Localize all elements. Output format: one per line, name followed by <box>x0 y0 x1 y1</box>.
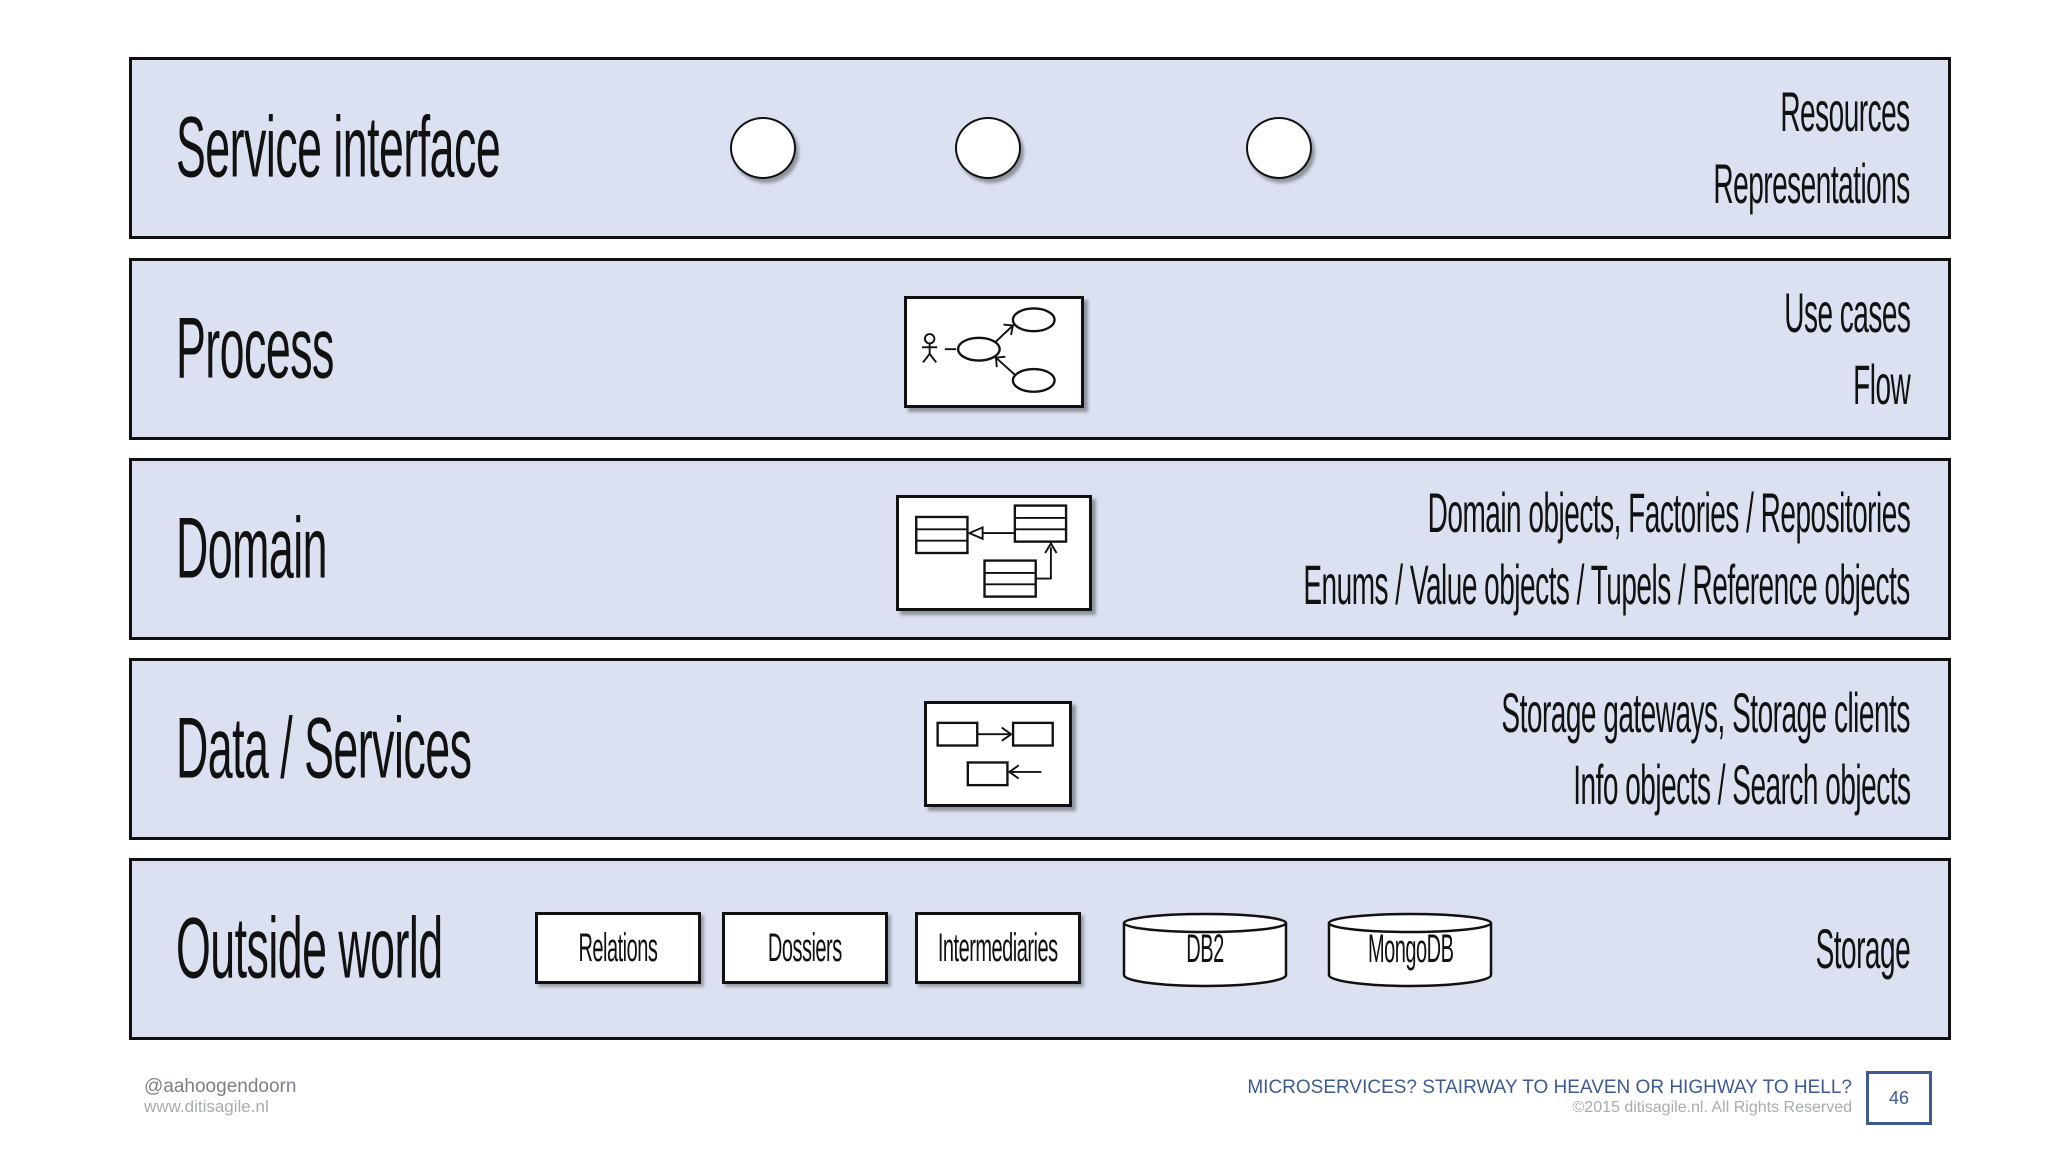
system-label-intermediaries: Intermediaries <box>938 925 1058 970</box>
note-value-objects: Enums / Value objects / Tupels / Referen… <box>1303 553 1911 616</box>
layer-notes-domain: Domain objects, Factories / Repositories… <box>697 481 1911 617</box>
talk-title: MICROSERVICES? STAIRWAY TO HEAVEN OR HIG… <box>1247 1077 1852 1098</box>
author-handle: @aahoogendoorn <box>144 1076 297 1097</box>
service-endpoint-circle-icon <box>955 117 1021 179</box>
use-case-diagram-icon <box>904 296 1084 408</box>
note-use-cases: Use cases <box>1783 281 1911 344</box>
author-website: www.ditisagile.nl <box>144 1097 269 1116</box>
note-storage-gateways: Storage gateways, Storage clients <box>1501 681 1911 744</box>
layer-data-services: Data / Services Storage gateways, Storag… <box>129 658 1951 840</box>
database-cylinder-icon <box>1327 912 1493 988</box>
database-mongodb: MongoDB <box>1326 911 1494 989</box>
system-box-intermediaries: Intermediaries <box>915 912 1081 984</box>
layer-notes-service-interface: Resources Representations <box>1517 80 1911 216</box>
system-label-dossiers: Dossiers <box>768 925 842 970</box>
database-label-mongodb: MongoDB <box>1368 927 1454 971</box>
layer-notes-process: Use cases Flow <box>1658 281 1911 417</box>
layer-service-interface: Service interface Resources Representati… <box>129 57 1951 239</box>
layer-title-outside-world: Outside world <box>176 900 443 997</box>
layer-title-domain: Domain <box>176 500 327 597</box>
layer-title-process: Process <box>176 300 334 397</box>
database-cylinder-icon <box>1122 912 1288 988</box>
note-flow: Flow <box>1852 353 1911 416</box>
note-storage: Storage <box>1815 917 1910 980</box>
component-diagram-icon <box>924 701 1072 807</box>
service-endpoint-circle-icon <box>1246 117 1312 179</box>
layer-title-data-services: Data / Services <box>176 700 472 797</box>
service-endpoint-circle-icon <box>730 117 796 179</box>
database-db2: DB2 <box>1121 911 1289 989</box>
layer-process: Process Use cases <box>129 258 1951 440</box>
note-representations: Representations <box>1713 152 1911 215</box>
page-number: 46 <box>1866 1071 1932 1125</box>
page-number-label: 46 <box>1888 1087 1910 1108</box>
copyright-notice: ©2015 ditisagile.nl. All Rights Reserved <box>1572 1099 1853 1116</box>
layer-domain: Domain <box>129 458 1951 640</box>
layer-notes-data-services: Storage gateways, Storage clients Info o… <box>1093 681 1911 817</box>
note-domain-objects: Domain objects, Factories / Repositories <box>1427 481 1910 544</box>
layer-notes-outside-world: Storage <box>1721 917 1910 981</box>
note-info-objects: Info objects / Search objects <box>1572 753 1911 816</box>
system-label-relations: Relations <box>578 925 658 970</box>
system-box-relations: Relations <box>535 912 701 984</box>
database-label-db2: DB2 <box>1186 927 1224 971</box>
system-box-dossiers: Dossiers <box>722 912 888 984</box>
note-resources: Resources <box>1780 80 1911 143</box>
layer-title-service-interface: Service interface <box>176 99 501 196</box>
class-diagram-icon <box>896 495 1092 611</box>
layer-outside-world: Outside world Relations Dossiers Interme… <box>129 858 1951 1040</box>
